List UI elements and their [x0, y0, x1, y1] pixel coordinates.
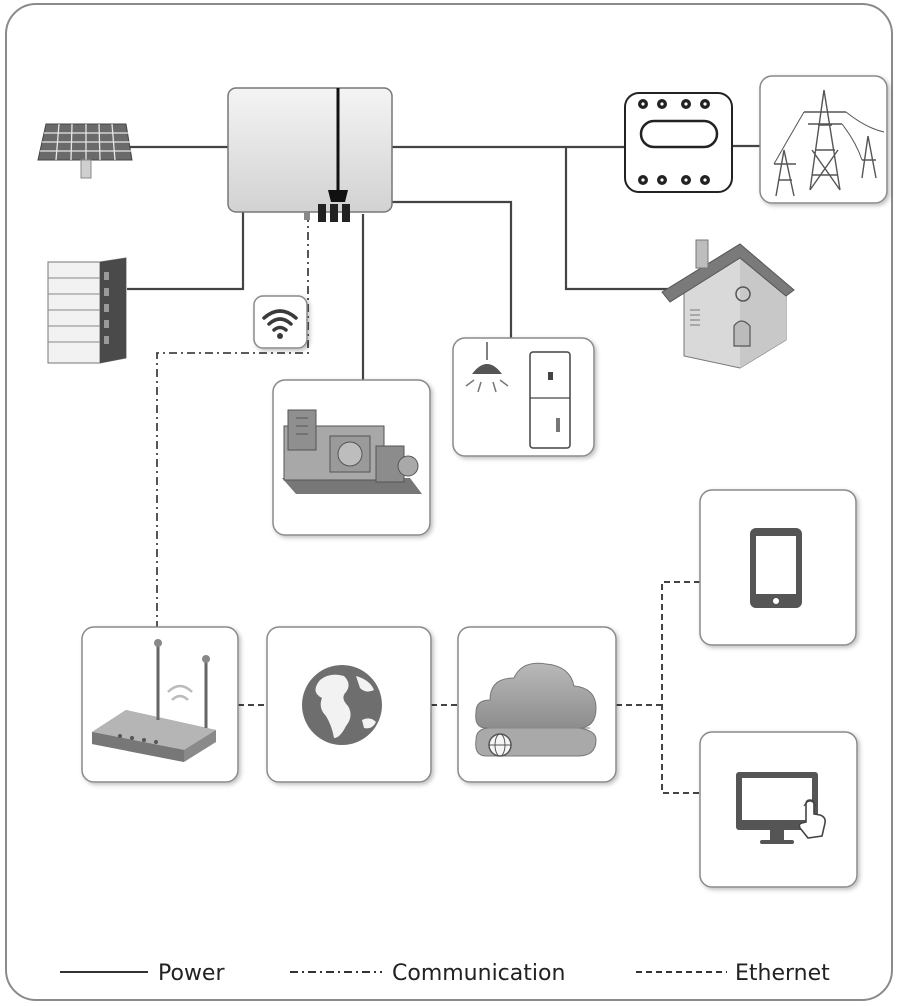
house-icon: [661, 239, 795, 369]
grid-card: [759, 75, 888, 204]
ethernet-lines: [238, 581, 700, 794]
wifi-dongle-card: [253, 295, 308, 349]
ceiling-lamp-icon: [465, 342, 509, 393]
cloud-server-icon: [475, 662, 597, 757]
power-tower-icon: [773, 89, 885, 197]
touch-monitor-icon: [736, 772, 826, 844]
legend-power-label: Power: [158, 961, 225, 986]
router-icon: [92, 639, 216, 762]
solar-panel-icon: [37, 123, 133, 179]
globe-icon: [302, 665, 382, 745]
smartphone-icon: [750, 528, 802, 608]
home-loads-card: [452, 337, 595, 457]
inverter: [227, 87, 393, 222]
battery-stack-icon: [47, 257, 127, 364]
router-card: [81, 626, 239, 783]
legend-ethernet-label: Ethernet: [735, 961, 830, 986]
power-lines: [127, 144, 760, 380]
communication-line: [156, 214, 309, 638]
diesel-generator-icon: [282, 409, 422, 494]
meter-icon: [624, 92, 733, 193]
generator-card: [272, 379, 431, 536]
cloud-card: [457, 626, 617, 783]
refrigerator-icon: [529, 351, 571, 449]
legend-communication-label: Communication: [392, 961, 565, 986]
internet-card: [266, 626, 432, 783]
monitor-card: [699, 731, 858, 888]
wifi-icon: [262, 309, 298, 332]
phone-card: [699, 489, 857, 646]
legend: Power Communication Ethernet: [60, 961, 830, 986]
